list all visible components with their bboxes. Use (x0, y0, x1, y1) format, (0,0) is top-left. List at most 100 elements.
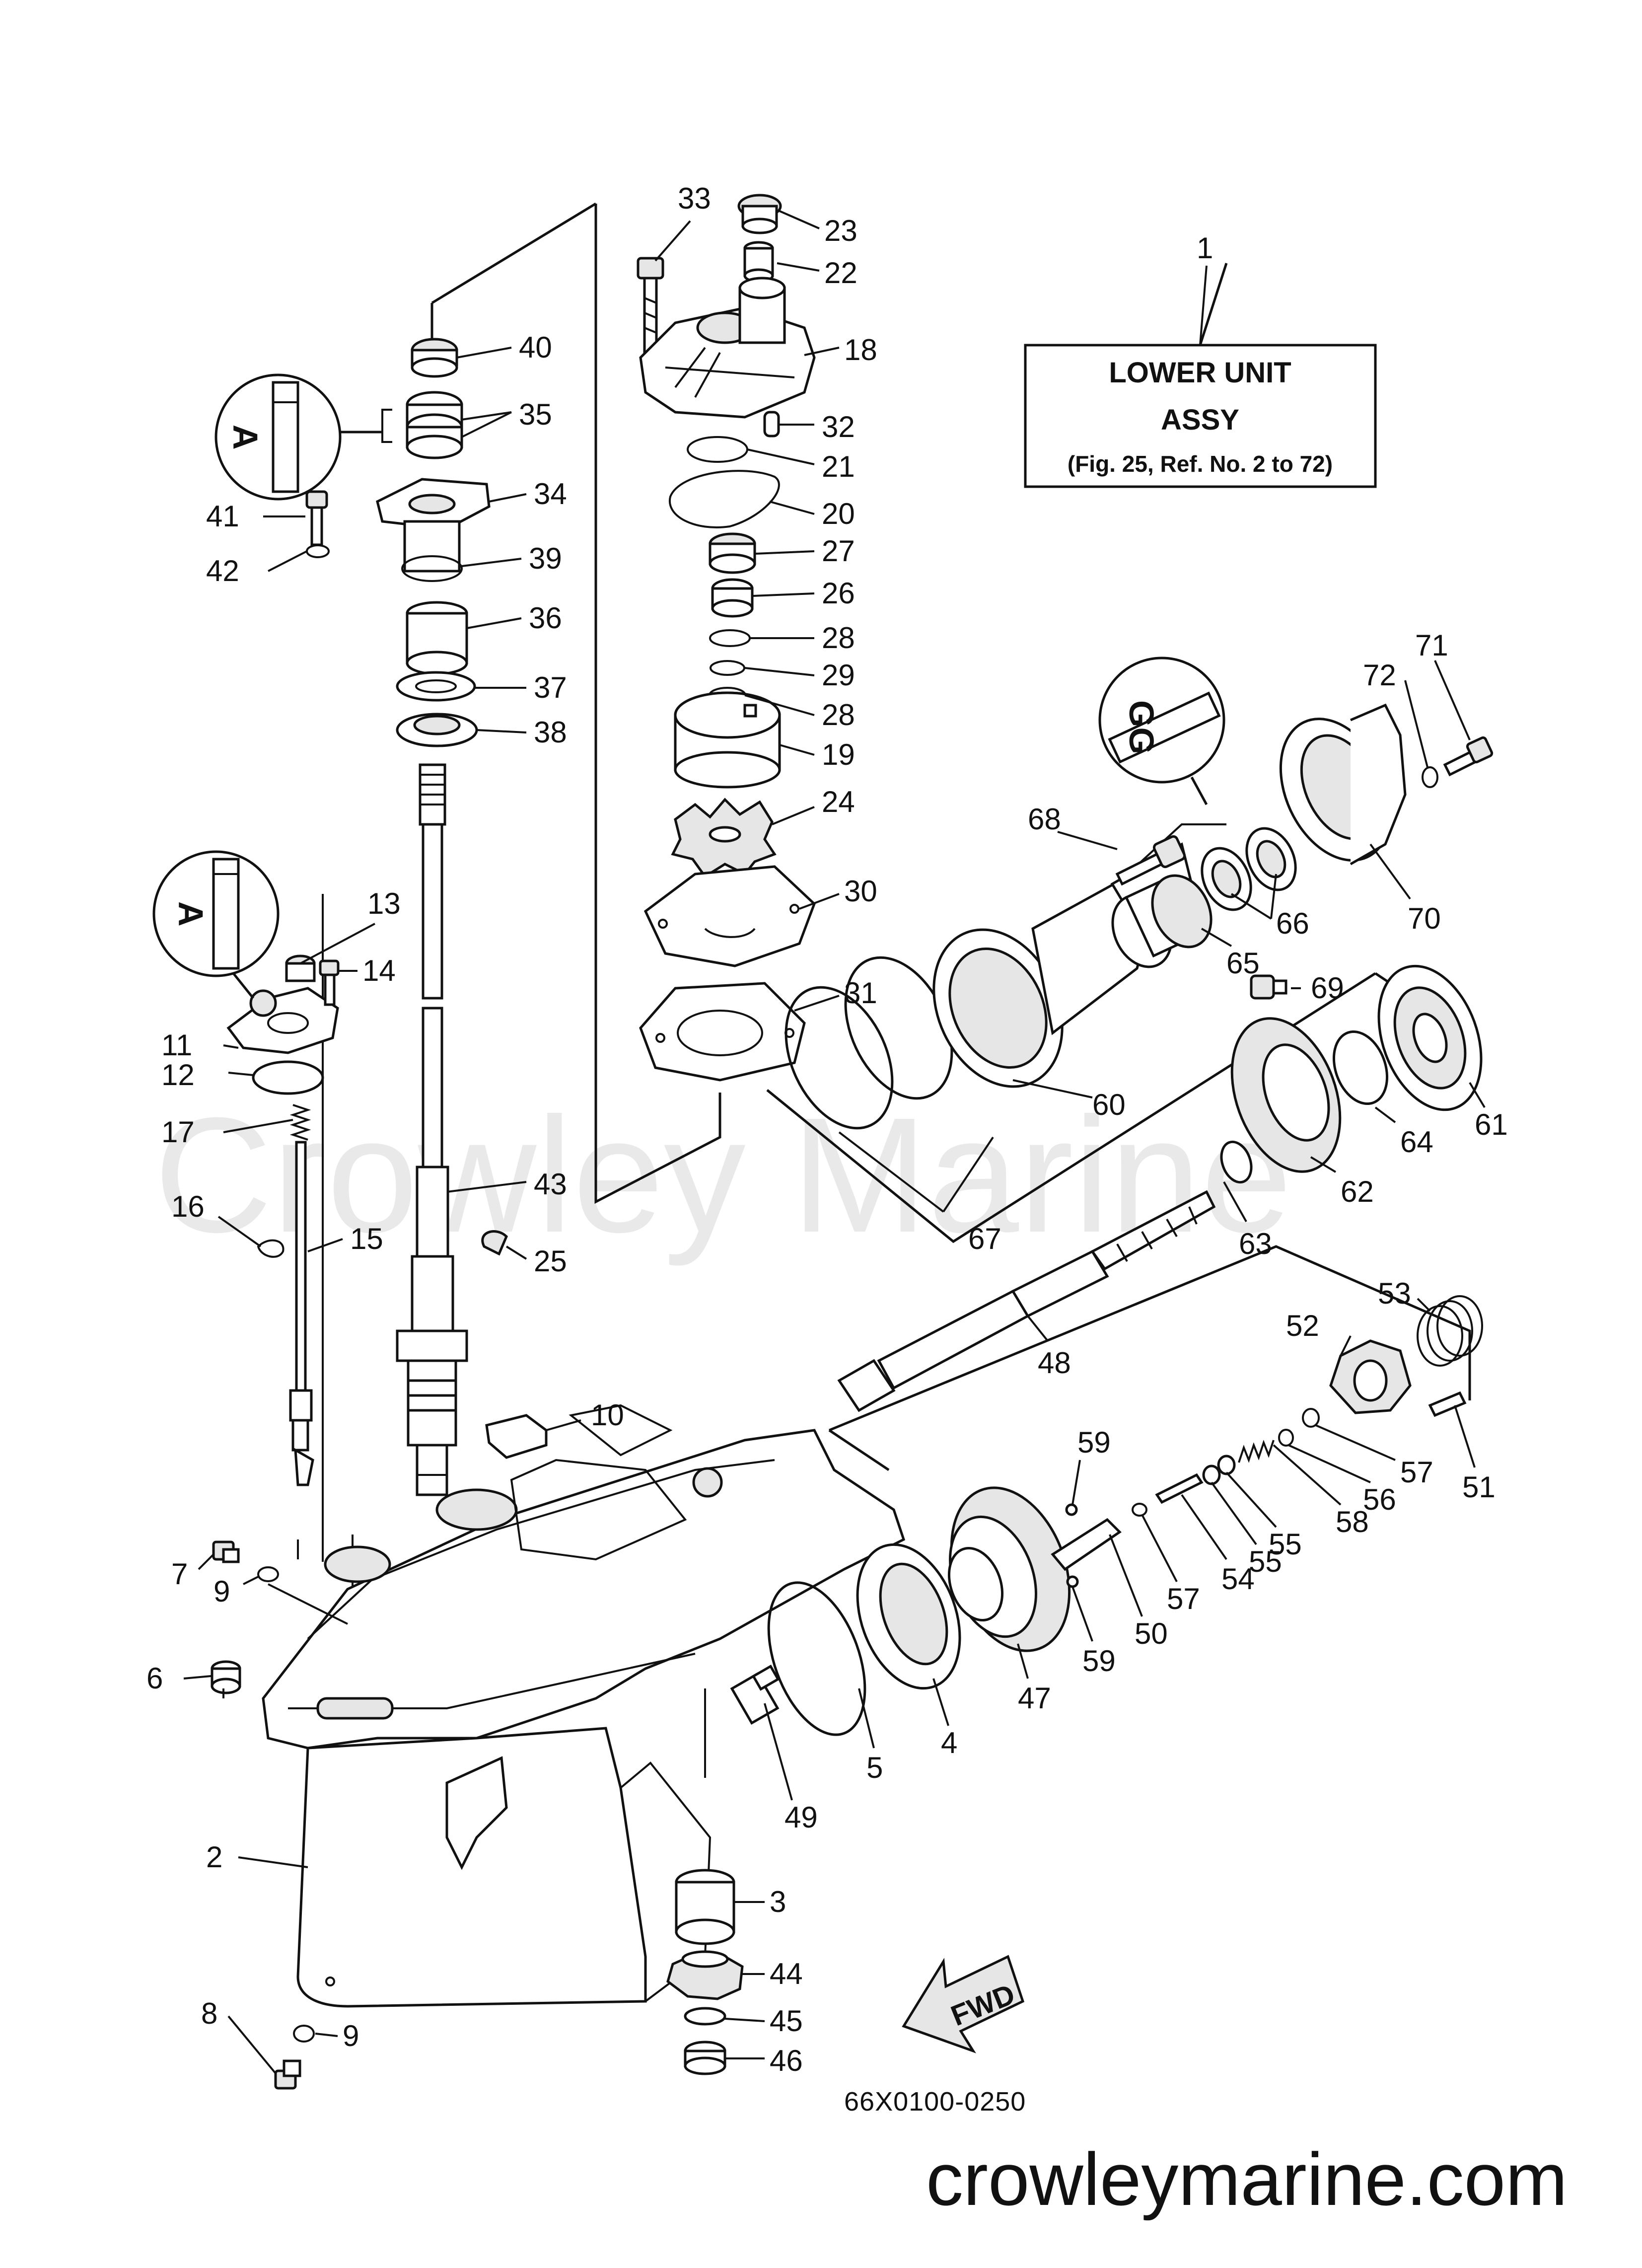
callout-2: 2 (206, 1840, 222, 1874)
part-50-shift-plunger (1051, 1518, 1122, 1571)
part-16-clip (257, 1239, 285, 1258)
part-43-drive-shaft (396, 763, 468, 1496)
lube-mark-a-drive-seal: A (214, 373, 382, 501)
callout-34: 34 (534, 477, 567, 511)
callout-49: 49 (785, 1801, 818, 1834)
callout-13: 13 (367, 887, 401, 920)
part-71-bolt (1443, 736, 1494, 777)
part-70-cap (1279, 703, 1407, 866)
site-url: crowleymarine.com (926, 2137, 1568, 2221)
part-39-o-ring (401, 555, 463, 582)
part-9-gasket-upper (257, 1566, 279, 1582)
callout-28-lower: 28 (822, 698, 855, 732)
callout-36: 36 (529, 601, 562, 635)
part-15-shift-rod (289, 1141, 314, 1486)
callout-9-upper: 9 (214, 1575, 230, 1608)
callout-35: 35 (519, 398, 552, 431)
part-21-o-ring (687, 436, 748, 463)
callout-labels: 1 33 23 22 18 32 21 20 27 26 28 29 28 19… (146, 182, 1508, 2077)
part-3-needle-bearing (675, 1869, 735, 1945)
callout-50: 50 (1135, 1617, 1168, 1650)
part-4-bearing (856, 1543, 961, 1690)
callout-42: 42 (206, 554, 239, 587)
callout-3: 3 (770, 1885, 786, 1918)
callout-44: 44 (770, 1957, 803, 1990)
part-42-washer (306, 544, 330, 558)
svg-text:GG: GG (1122, 700, 1161, 754)
callout-62: 62 (1341, 1175, 1374, 1208)
part-28-washer-upper (709, 629, 751, 647)
part-54-pin (1155, 1473, 1204, 1504)
callout-51: 51 (1462, 1470, 1496, 1504)
callout-23: 23 (824, 214, 857, 247)
part-59-ball-upper (1065, 1503, 1078, 1516)
part-46-nut (684, 2041, 726, 2075)
lower-unit-assy-box: LOWER UNIT ASSY (Fig. 25, Ref. No. 2 to … (1024, 263, 1377, 488)
part-12-o-ring (252, 1060, 324, 1095)
part-30-outer-plate (643, 865, 816, 967)
callout-18: 18 (844, 333, 877, 366)
callout-57-lower: 57 (1167, 1582, 1200, 1615)
part-72-washer (1422, 766, 1438, 788)
part-63-shim (1220, 1140, 1253, 1184)
callout-31: 31 (844, 976, 877, 1010)
callout-61: 61 (1475, 1108, 1508, 1141)
svg-text:A: A (226, 425, 265, 450)
part-6-sleeve (211, 1660, 241, 1694)
svg-text:A: A (171, 901, 210, 927)
callout-67: 67 (968, 1222, 1001, 1255)
part-13-collar (285, 954, 316, 982)
callout-14: 14 (362, 954, 396, 987)
part-58-spring (1238, 1440, 1275, 1463)
callout-64: 64 (1400, 1125, 1433, 1159)
part-37-washer (396, 671, 476, 702)
part-57-ball-lower (1132, 1503, 1147, 1517)
callout-1: 1 (1197, 231, 1213, 265)
callout-33: 33 (678, 182, 711, 215)
callout-26: 26 (822, 577, 855, 610)
callout-59-upper: 59 (1077, 1426, 1111, 1459)
callout-58: 58 (1336, 1505, 1369, 1538)
part-41-bolt (305, 490, 328, 546)
part-65-needle-bearing (1111, 874, 1213, 968)
callout-53: 53 (1378, 1277, 1411, 1310)
callout-6: 6 (146, 1662, 163, 1695)
callout-70: 70 (1408, 902, 1441, 935)
part-61-taper-bearing (1377, 964, 1483, 1111)
part-59-ball-lower (1066, 1575, 1079, 1588)
part-48-propeller-shaft (837, 1190, 1216, 1412)
part-19-insert-cartridge (674, 691, 781, 789)
callout-4: 4 (941, 1726, 957, 1759)
callout-60: 60 (1092, 1088, 1126, 1121)
callout-38: 38 (534, 716, 567, 749)
callout-10: 10 (591, 1398, 624, 1432)
part-18-pump-housing (639, 277, 816, 419)
callout-22: 22 (824, 256, 857, 290)
part-55-balls (1202, 1455, 1236, 1485)
part-17-spring (289, 1104, 311, 1141)
part-32-pin (763, 411, 780, 438)
callout-48: 48 (1038, 1346, 1071, 1380)
callout-69: 69 (1311, 971, 1344, 1005)
callout-65: 65 (1226, 947, 1260, 980)
box-reference: (Fig. 25, Ref. No. 2 to 72) (1068, 451, 1333, 477)
callout-12: 12 (161, 1058, 195, 1092)
part-68-bolt (1115, 835, 1186, 886)
part-2-lower-case (262, 1404, 906, 2008)
part-11-shift-lever (226, 987, 339, 1054)
part-8-drain-plug (274, 2059, 301, 2090)
part-51-pin (1428, 1391, 1467, 1417)
part-64-shim (1332, 1030, 1389, 1105)
callout-72: 72 (1363, 658, 1396, 692)
callout-11: 11 (161, 1028, 192, 1062)
part-9-gasket-lower (293, 2025, 315, 2043)
part-14-bolt (319, 959, 340, 1006)
callout-19: 19 (822, 738, 855, 771)
callout-68: 68 (1028, 803, 1061, 836)
callout-16: 16 (171, 1190, 205, 1223)
callout-47: 47 (1018, 1682, 1051, 1715)
part-56-ball (1278, 1429, 1294, 1447)
callout-41: 41 (206, 500, 239, 533)
watermark: Crowley Marine (154, 1083, 1292, 1267)
callout-30: 30 (844, 875, 877, 908)
